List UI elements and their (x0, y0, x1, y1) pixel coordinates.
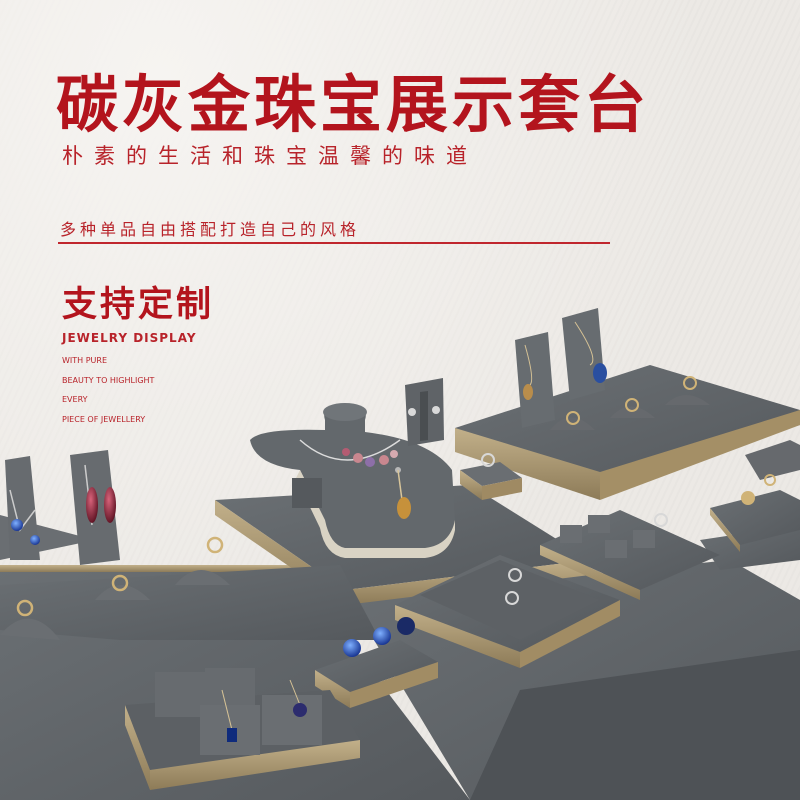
hero-subtitle: 朴素的生活和珠宝温馨的味道 (62, 144, 478, 168)
necklace-bust (250, 403, 455, 558)
brand-line-3: EVERY (62, 395, 88, 404)
ring-grid-tray-right (540, 510, 720, 600)
hero-tagline: 多种单品自由搭配打造自己的风格 (60, 220, 361, 239)
hero-title: 碳灰金珠宝展示套台 (56, 68, 651, 141)
earring-cube-bottom (315, 617, 438, 708)
ring-tray-center (395, 555, 620, 668)
display-left (0, 450, 380, 640)
ring-cube-small (460, 453, 522, 500)
brand-heading: JEWELRY DISPLAY (62, 331, 197, 345)
brand-line-4: PIECE OF JEWELLERY (62, 415, 146, 424)
ring-display-far-right (710, 440, 800, 552)
brand-line-2: BEAUTY TO HIGHLIGHT (62, 376, 155, 385)
brand-line-1: WITH PURE (62, 356, 108, 365)
tray-top-right (455, 308, 800, 500)
customization-heading: 支持定制 (62, 285, 215, 325)
pendant-tray-bottom (125, 668, 360, 790)
earring-stand-center (405, 378, 444, 446)
tagline-divider (58, 242, 610, 244)
